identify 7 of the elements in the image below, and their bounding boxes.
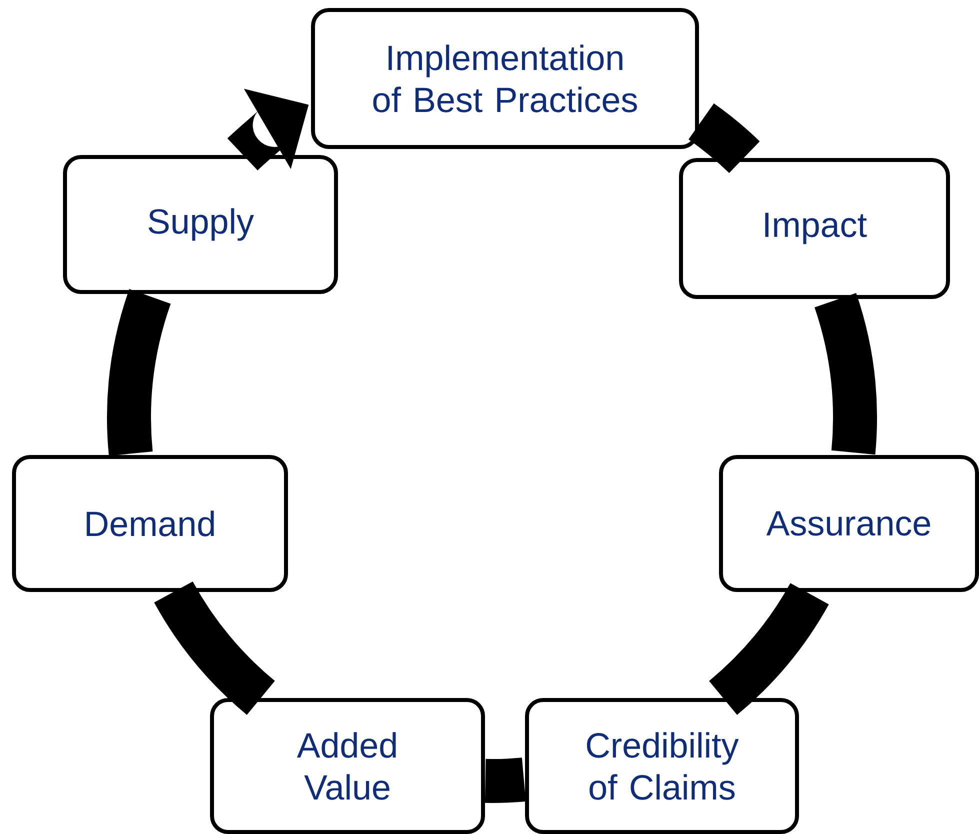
process-box: Credibility of Claims xyxy=(525,698,799,834)
process-box: Added Value xyxy=(210,698,485,834)
process-box: Assurance xyxy=(719,454,979,592)
process-box: Impact xyxy=(679,158,950,299)
process-box: Supply xyxy=(63,154,338,294)
process-box: Demand xyxy=(12,454,288,592)
process-box: Implementation of Best Practices xyxy=(311,8,699,149)
